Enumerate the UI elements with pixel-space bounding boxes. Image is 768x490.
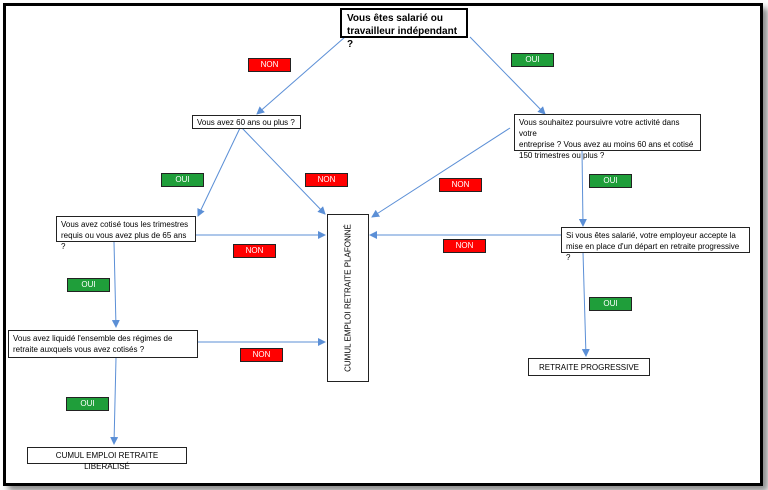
- cumul-emploi-retraite-plafonne-label: CUMUL EMPLOI RETRAITE PLAFONNÉ: [343, 224, 353, 372]
- non-badge-liquide: NON: [240, 348, 283, 362]
- retraite-progressive-box: RETRAITE PROGRESSIVE: [528, 358, 650, 376]
- oui-badge-start: OUI: [511, 53, 554, 67]
- arrow-start-to-age60: [256, 36, 346, 115]
- arrow-continue-to-employer: [578, 149, 587, 227]
- arrow-cotise-to-liquide: [111, 241, 120, 328]
- oui-badge-liquide: OUI: [66, 397, 109, 411]
- oui-badge-age60: OUI: [161, 173, 204, 187]
- arrow-age60-to-plafonne: [241, 127, 326, 215]
- cumul-emploi-retraite-plafonne-box: CUMUL EMPLOI RETRAITE PLAFONNÉ: [327, 214, 369, 382]
- arrow-age60-to-cotise: [197, 127, 241, 217]
- oui-badge-employer: OUI: [589, 297, 632, 311]
- arrow-start-to-continue: [469, 36, 546, 115]
- non-badge-age60: NON: [305, 173, 348, 187]
- cumul-emploi-retraite-liberalise-box: CUMUL EMPLOI RETRAITE LIBERALISÉ: [27, 447, 187, 471]
- non-badge-continue: NON: [439, 178, 482, 192]
- non-badge-employer: NON: [443, 239, 486, 253]
- oui-badge-cotise: OUI: [67, 278, 110, 292]
- non-badge-cotise: NON: [233, 244, 276, 258]
- arrow-employer-to-progressive: [581, 251, 590, 357]
- liquide-question-box: Vous avez liquidé l'ensemble des régimes…: [8, 330, 198, 358]
- oui-badge-continue: OUI: [589, 174, 632, 188]
- cotise-question-box: Vous avez cotisé tous les trimestres req…: [56, 216, 196, 251]
- age60-question-box: Vous avez 60 ans ou plus ?: [192, 115, 301, 129]
- arrow-continue-to-plafonne: [371, 127, 511, 218]
- employer-question-box: Si vous êtes salarié, votre employeur ac…: [561, 227, 750, 262]
- continue-question-box: Vous souhaitez poursuivre votre activité…: [514, 114, 701, 160]
- non-badge-start: NON: [248, 58, 291, 72]
- start-question-box: Vous êtes salarié ou travailleur indépen…: [340, 8, 468, 50]
- arrow-liquide-to-liberalise: [110, 357, 119, 445]
